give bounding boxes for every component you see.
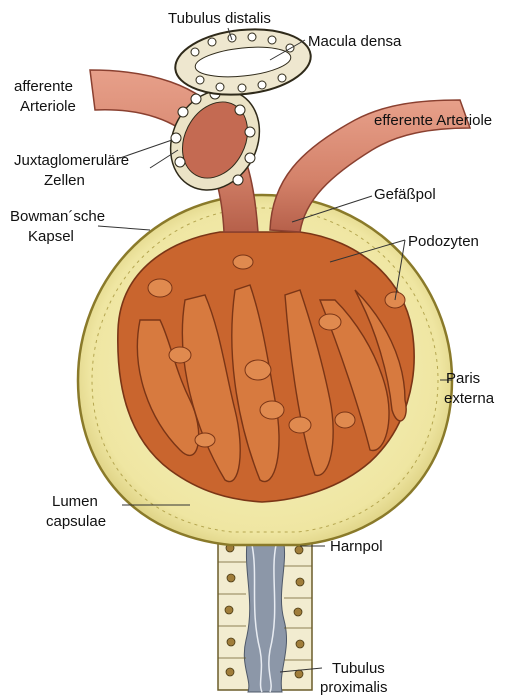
- label-tubulus-distalis: Tubulus distalis: [168, 10, 271, 28]
- label-tubulus-proximalis-1: Tubulus: [332, 660, 385, 678]
- label-paris-externa-2: externa: [444, 390, 494, 408]
- label-afferente-arteriole-2: Arteriole: [20, 98, 76, 116]
- label-juxtaglomerulaere-1: Juxtaglomeruläre: [14, 152, 129, 170]
- label-efferente-arteriole: efferente Arteriole: [374, 112, 492, 130]
- label-afferente-arteriole-1: afferente: [14, 78, 73, 96]
- tubulus-proximalis-shape: [218, 530, 312, 692]
- label-podozyten: Podozyten: [408, 233, 479, 251]
- label-bowman-2: Kapsel: [28, 228, 74, 246]
- label-lumen-capsulae-2: capsulae: [46, 513, 106, 531]
- tubulus-distalis-shape: [172, 23, 314, 101]
- label-bowman-1: Bowman´sche: [10, 208, 105, 226]
- label-lumen-capsulae-1: Lumen: [52, 493, 98, 511]
- label-harnpol: Harnpol: [330, 538, 383, 556]
- label-paris-externa-1: Paris: [446, 370, 480, 388]
- label-juxtaglomerulaere-2: Zellen: [44, 172, 85, 190]
- label-macula-densa: Macula densa: [308, 33, 401, 51]
- label-tubulus-proximalis-2: proximalis: [320, 679, 388, 697]
- label-gefaesspol: Gefäßpol: [374, 186, 436, 204]
